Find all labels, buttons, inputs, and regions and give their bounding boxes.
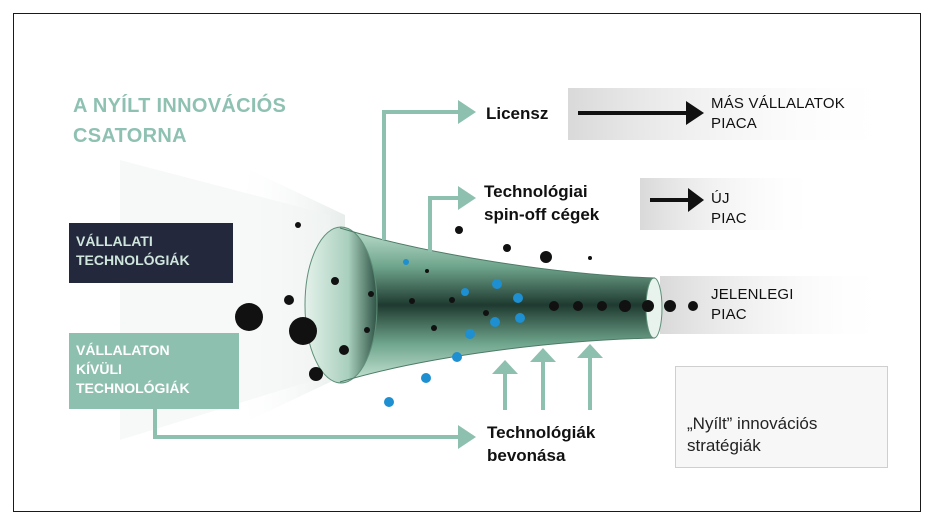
internal-tech-line-1: VÁLLALATI: [76, 233, 153, 249]
internal-tech-line-2: TECHNOLÓGIÁK: [76, 252, 190, 268]
spinoff-line-2: spin-off cégek: [484, 205, 600, 224]
arrow-up-icon: [492, 360, 518, 374]
external-tech-line-2: KÍVÜLI: [76, 361, 122, 377]
market-band-current: [660, 276, 890, 334]
market-current-label: JELENLEGI PIAC: [711, 285, 794, 325]
arrow-right-icon: [458, 186, 476, 210]
acquire-arrows: [492, 344, 603, 410]
internal-tech-box: VÁLLALATI TECHNOLÓGIÁK: [69, 223, 233, 283]
external-tech-dots: [384, 259, 525, 407]
market-current-line-2: PIAC: [711, 306, 747, 323]
market-new-line-1: ÚJ: [711, 190, 730, 207]
arrow-up-icon: [530, 348, 556, 362]
market-other-label: MÁS VÁLLALATOK PIACA: [711, 94, 845, 134]
technology-dots: [235, 222, 698, 381]
market-new-line-2: PIAC: [711, 210, 747, 227]
funnel-mouth: [304, 226, 378, 384]
funnel-icon: [340, 228, 655, 382]
license-label: Licensz: [486, 104, 549, 123]
arrow-right-icon: [686, 101, 704, 125]
market-current-line-1: JELENLEGI: [711, 286, 794, 303]
flow-lines: [153, 110, 458, 439]
legend-line-1: „Nyílt” innovációs: [687, 414, 818, 433]
market-other-line-1: MÁS VÁLLALATOK: [711, 95, 845, 112]
legend-line-2: stratégiák: [687, 436, 761, 455]
arrow-right-icon: [688, 188, 704, 212]
arrow-right-icon: [458, 425, 476, 449]
legend-box: [675, 366, 888, 468]
flow-arrowheads: [458, 100, 476, 449]
external-tech-line-1: VÁLLALATON: [76, 342, 170, 358]
title-line-1: A NYÍLT INNOVÁCIÓS: [73, 95, 287, 117]
spinoff-line-1: Technológiai: [484, 182, 588, 201]
market-new-label: ÚJ PIAC: [711, 189, 747, 229]
external-tech-box: VÁLLALATON KÍVÜLI TECHNOLÓGIÁK: [69, 333, 239, 409]
spinoff-label: Technológiai spin-off cégek: [484, 180, 599, 226]
external-tech-line-3: TECHNOLÓGIÁK: [76, 380, 190, 396]
market-band-new: [640, 178, 820, 230]
legend-label: „Nyílt” innovációs stratégiák: [687, 413, 817, 457]
arrow-right-icon: [458, 100, 476, 124]
acquire-label: Technológiák bevonása: [487, 421, 595, 467]
market-other-line-2: PIACA: [711, 115, 758, 132]
market-arrows: [578, 101, 704, 212]
diagram-title: A NYÍLT INNOVÁCIÓS CSATORNA: [73, 91, 373, 151]
acquire-line-2: bevonása: [487, 446, 566, 465]
arrow-up-icon: [577, 344, 603, 358]
title-line-2: CSATORNA: [73, 125, 187, 147]
acquire-line-1: Technológiák: [487, 423, 596, 442]
